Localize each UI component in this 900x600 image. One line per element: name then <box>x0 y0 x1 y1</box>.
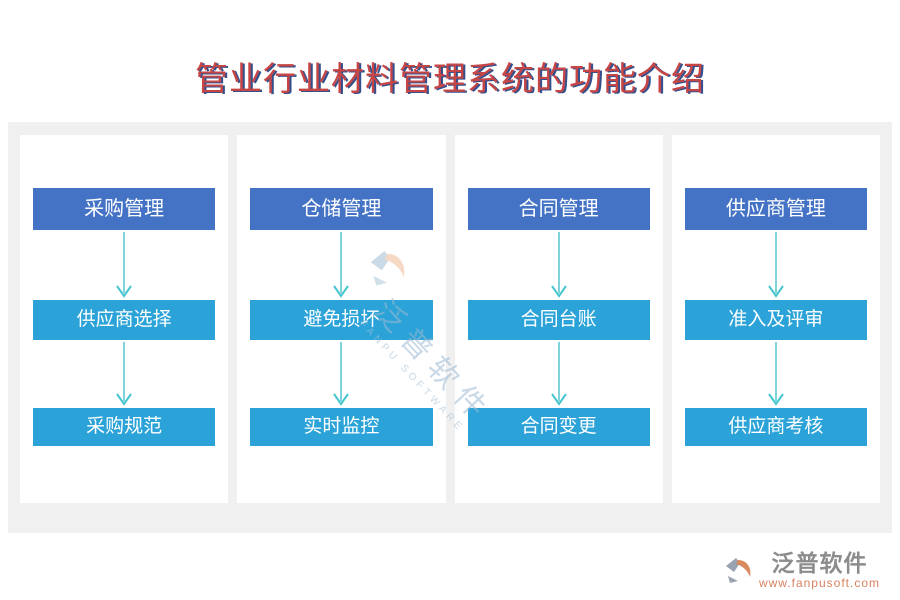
flow-box-item: 采购规范 <box>33 408 216 446</box>
flow-box-header: 合同管理 <box>467 188 650 230</box>
down-arrow-icon <box>333 342 350 406</box>
footer-url-text: www.fanpusoft.com <box>758 576 880 590</box>
flow-box-header: 采购管理 <box>33 188 216 230</box>
down-arrow-icon <box>550 342 567 406</box>
flow-box-header: 仓储管理 <box>250 188 433 230</box>
page-title: 管业行业材料管理系统的功能介绍 <box>195 62 705 98</box>
column-purchase-management: 采购管理 供应商选择 采购规范 <box>20 135 229 503</box>
fanpu-logo-icon <box>725 558 751 583</box>
flow-box-header: 供应商管理 <box>684 188 867 230</box>
down-arrow-icon <box>550 232 567 298</box>
column-supplier-management: 供应商管理 准入及评审 供应商考核 <box>671 135 880 503</box>
flow-box-item: 合同变更 <box>467 408 650 446</box>
column-contract-management: 合同管理 合同台账 合同变更 <box>454 135 663 503</box>
flow-box-item: 实时监控 <box>250 408 433 446</box>
flow-box-item: 供应商选择 <box>33 300 216 340</box>
flow-box-item: 准入及评审 <box>684 300 867 340</box>
flow-box-item: 合同台账 <box>467 300 650 340</box>
footer-logo: 泛普软件 www.fanpusoft.com <box>724 551 880 590</box>
flow-box-item: 供应商考核 <box>684 408 867 446</box>
footer-brand-text: 泛普软件 <box>771 551 868 576</box>
flow-box-item: 避免损坏 <box>250 300 433 340</box>
function-panel: 采购管理 供应商选择 采购规范 仓储管理 避免损坏 实时监控 合同管理 合同台账… <box>8 122 892 533</box>
down-arrow-icon <box>768 342 784 406</box>
down-arrow-icon <box>116 232 132 298</box>
down-arrow-icon <box>333 232 350 298</box>
down-arrow-icon <box>116 342 132 406</box>
down-arrow-icon <box>768 232 784 298</box>
column-warehouse-management: 仓储管理 避免损坏 实时监控 <box>237 135 446 503</box>
